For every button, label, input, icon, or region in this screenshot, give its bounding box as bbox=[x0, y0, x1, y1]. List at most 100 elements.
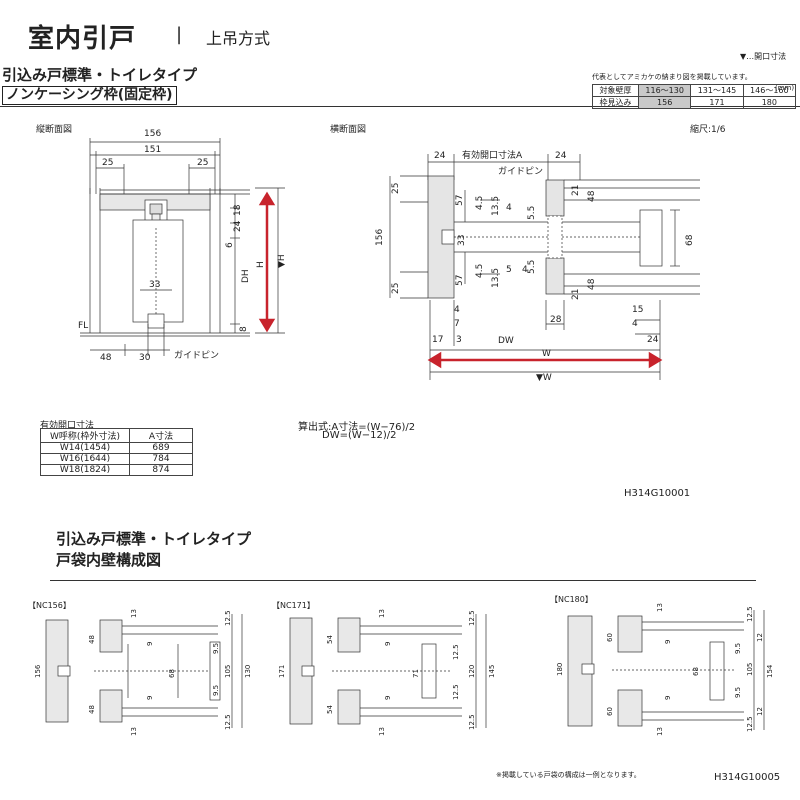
nc171-120: 120 bbox=[468, 665, 476, 678]
dim-18: 18 bbox=[233, 204, 243, 216]
section1-subtitle: ノンケーシング枠(固定枠) bbox=[2, 86, 177, 105]
drawing-code-2: H314G10005 bbox=[714, 772, 781, 783]
dim-8: 8 bbox=[239, 326, 249, 332]
nc180-9-5-top: 9.5 bbox=[734, 643, 742, 654]
vertical-section-drawing: 156 151 25 25 18 24 6 DH H ▼H 33 8 FL 48… bbox=[78, 129, 287, 363]
nc171-label: 【NC171】 bbox=[272, 601, 315, 610]
dim-48-bottom: 48 bbox=[587, 278, 597, 290]
nc156-bottom-12-5: 12.5 bbox=[224, 714, 232, 730]
nc156-130: 130 bbox=[244, 665, 252, 678]
dim-h: H bbox=[256, 261, 266, 268]
table-row: W16(1644) 784 bbox=[40, 453, 193, 465]
table-cell: 874 bbox=[129, 464, 193, 476]
dim-4-right: 4 bbox=[632, 319, 638, 329]
nc180-154: 154 bbox=[766, 664, 774, 678]
table-row: 枠見込み 156 171 180 bbox=[592, 96, 797, 109]
nc180-9-bottom: 9 bbox=[664, 696, 672, 700]
table-cell: 784 bbox=[129, 453, 193, 465]
table-header: A寸法 bbox=[129, 428, 193, 443]
dim-w: W bbox=[542, 349, 551, 359]
nc156-diagram: 13 12.5 156 48 48 9 9 68 9.5 9.5 105 130… bbox=[34, 609, 252, 736]
dim-dw: DW bbox=[498, 336, 514, 346]
table-cell: W18(1824) bbox=[40, 464, 130, 476]
page-title: 室内引戸 bbox=[28, 24, 137, 54]
dim-151: 151 bbox=[144, 145, 161, 155]
nc171-12-5-bottom: 12.5 bbox=[452, 684, 460, 700]
table-cell: 156 bbox=[637, 96, 692, 109]
dim-vh: ▼H bbox=[277, 254, 287, 268]
nc171-top-12-5: 12.5 bbox=[468, 610, 476, 626]
nc180-left-60-top: 60 bbox=[606, 633, 614, 642]
guide-pin-label: ガイドピン bbox=[174, 350, 219, 361]
dim-3: 3 bbox=[456, 335, 462, 345]
dim-48-top: 48 bbox=[587, 190, 597, 202]
horizontal-section-drawing: 24 有効開口寸法A 24 ガイドピン 25 57 4.5 4 13.5 21 … bbox=[375, 149, 700, 383]
dim-4-lower: 4 bbox=[454, 305, 460, 315]
dim-24-left: 24 bbox=[434, 151, 446, 161]
vertical-section-label: 縦断面図 bbox=[36, 125, 73, 135]
dim-25-top: 25 bbox=[391, 183, 401, 194]
nc156-inner-68: 68 bbox=[168, 669, 176, 678]
dim-30: 30 bbox=[139, 353, 151, 363]
title-divider: | bbox=[176, 24, 183, 45]
table-cell: 171 bbox=[690, 96, 744, 109]
table-header: W呼称(枠外寸法) bbox=[40, 428, 130, 443]
section2-subtitle: 戸袋内壁構成図 bbox=[56, 551, 162, 569]
nc180-label: 【NC180】 bbox=[550, 595, 593, 604]
mount-method: 上吊方式 bbox=[206, 29, 271, 48]
dim-57-top: 57 bbox=[455, 195, 465, 206]
dim-13-5-bottom: 13.5 bbox=[491, 268, 501, 288]
table-cell: W14(1454) bbox=[40, 442, 130, 454]
dim-25-right: 25 bbox=[197, 158, 208, 168]
nc171-width: 171 bbox=[278, 665, 286, 678]
nc180-top-12-a: 12 bbox=[756, 633, 764, 642]
dim-57-bottom: 57 bbox=[455, 275, 465, 286]
dim-7: 7 bbox=[454, 319, 460, 329]
dim-48: 48 bbox=[100, 353, 112, 363]
section1-title: 引込み戸標準・トイレタイプ bbox=[2, 66, 198, 84]
table-row: 対象壁厚 116〜130 131〜145 146〜160 bbox=[592, 84, 797, 97]
dim-25-left: 25 bbox=[102, 158, 113, 168]
nc171-145: 145 bbox=[488, 665, 496, 678]
table-row: W呼称(枠外寸法) A寸法 bbox=[40, 428, 193, 443]
opening-table-title: 有効開口寸法 bbox=[40, 421, 95, 431]
nc156-left-48-top: 48 bbox=[88, 635, 96, 644]
nc156-bottom-13: 13 bbox=[130, 727, 138, 736]
dim-28: 28 bbox=[550, 315, 562, 325]
nc180-diagram: 13 12.5 12 180 60 60 9 9 68 9.5 9.5 105 … bbox=[556, 603, 774, 736]
dim-5-5-a: 5.5 bbox=[527, 206, 537, 220]
dim-156: 156 bbox=[144, 129, 161, 139]
section2-rule bbox=[50, 580, 756, 581]
nc180-bottom-13: 13 bbox=[656, 727, 664, 736]
nc171-bottom-12-5: 12.5 bbox=[468, 714, 476, 730]
wall-table-note: 代表としてアミカケの納まり図を掲載しています。 bbox=[592, 73, 752, 81]
dim-68: 68 bbox=[685, 234, 695, 246]
nc171-inner-71: 71 bbox=[412, 669, 420, 678]
nc180-bottom-12-5: 12.5 bbox=[746, 716, 754, 732]
wall-thickness-table: 対象壁厚 116〜130 131〜145 146〜160 枠見込み 156 17… bbox=[592, 84, 797, 109]
effective-opening-label: 有効開口寸法A bbox=[462, 149, 523, 161]
nc180-105: 105 bbox=[746, 663, 754, 676]
nc171-diagram: 13 12.5 171 54 54 9 9 71 12.5 12.5 120 1… bbox=[278, 609, 496, 736]
nc156-left-48-bottom: 48 bbox=[88, 705, 96, 714]
nc171-9-bottom: 9 bbox=[384, 696, 392, 700]
dim-4-top: 4 bbox=[506, 203, 512, 213]
table-cell: 枠見込み bbox=[592, 96, 639, 109]
table-cell: W16(1644) bbox=[40, 453, 130, 465]
nc156-9-bottom: 9 bbox=[146, 696, 154, 700]
nc180-left-60-bottom: 60 bbox=[606, 707, 614, 716]
dim-4-5-bottom: 4.5 bbox=[475, 264, 485, 278]
dim-25-bottom: 25 bbox=[391, 283, 401, 294]
dim-4-5-top: 4.5 bbox=[475, 196, 485, 210]
dim-156: 156 bbox=[375, 229, 385, 246]
section1-rule bbox=[0, 106, 800, 107]
guide-pin-label-h: ガイドピン bbox=[498, 166, 543, 177]
horizontal-section-label: 横断面図 bbox=[330, 125, 367, 135]
dim-21-bottom: 21 bbox=[571, 289, 581, 300]
dim-5-5-b: 5.5 bbox=[527, 260, 537, 274]
nc156-105: 105 bbox=[224, 665, 232, 678]
nc180-top-13: 13 bbox=[656, 603, 664, 612]
nc180-inner-68: 68 bbox=[692, 667, 700, 676]
table-cell: 689 bbox=[129, 442, 193, 454]
footnote: ※掲載している戸袋の構成は一例となります。 bbox=[496, 771, 641, 779]
